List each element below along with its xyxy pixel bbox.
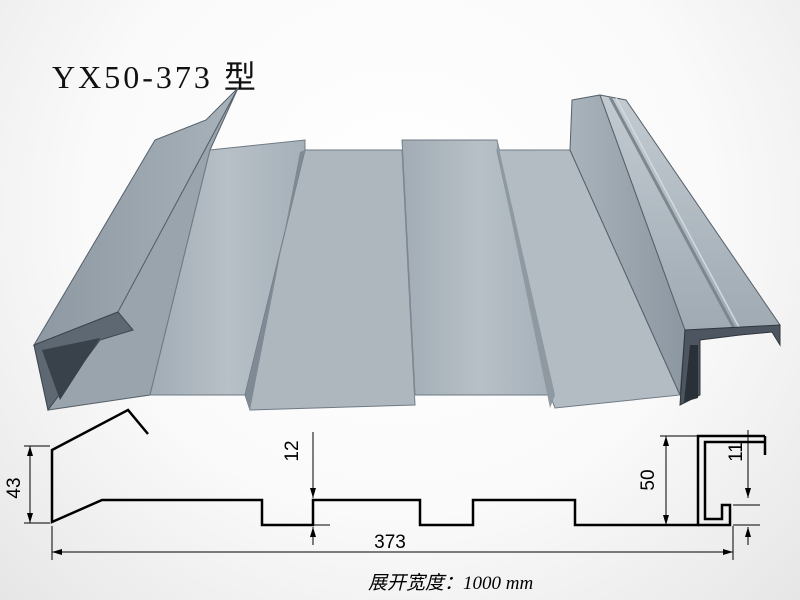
dim-50-label: 50: [638, 469, 659, 490]
right-rib-groove: [608, 96, 737, 331]
dim-50-arrow-bottom: [663, 515, 669, 525]
dim-50-arrow-top: [663, 436, 669, 446]
rib-2-wall: [497, 140, 555, 408]
dim-43-arrow-top: [27, 446, 33, 456]
model-title: YX50-373 型: [52, 59, 259, 95]
dim-43-arrow-bottom: [27, 513, 33, 523]
profile-right-hook: [698, 440, 765, 527]
rib-1-wall: [245, 150, 305, 410]
left-hem-inner: [42, 338, 100, 400]
profile-outline: [50, 408, 765, 527]
rib-1-right-wall: [402, 140, 415, 405]
right-rib-groove-highlight: [615, 97, 742, 332]
deck-left-flat: [149, 139, 306, 396]
dim-11-label: 11: [726, 442, 747, 462]
dim-12-label: 12: [282, 440, 303, 461]
dim-43-label: 43: [4, 477, 25, 498]
dim-373-arrow-left: [52, 549, 62, 555]
dim-12-arrow-bottom: [310, 527, 316, 537]
dim-11-arrow-bottom: [745, 527, 751, 537]
unfold-width-caption: 展开宽度：1000 mm: [368, 573, 534, 594]
dim-11-arrow-top: [745, 488, 751, 498]
dim-12-arrow-top: [310, 488, 316, 498]
dim-373-arrow-right: [723, 549, 733, 555]
dim-373-label: 373: [374, 532, 406, 553]
right-rib-cavity: [684, 345, 698, 402]
